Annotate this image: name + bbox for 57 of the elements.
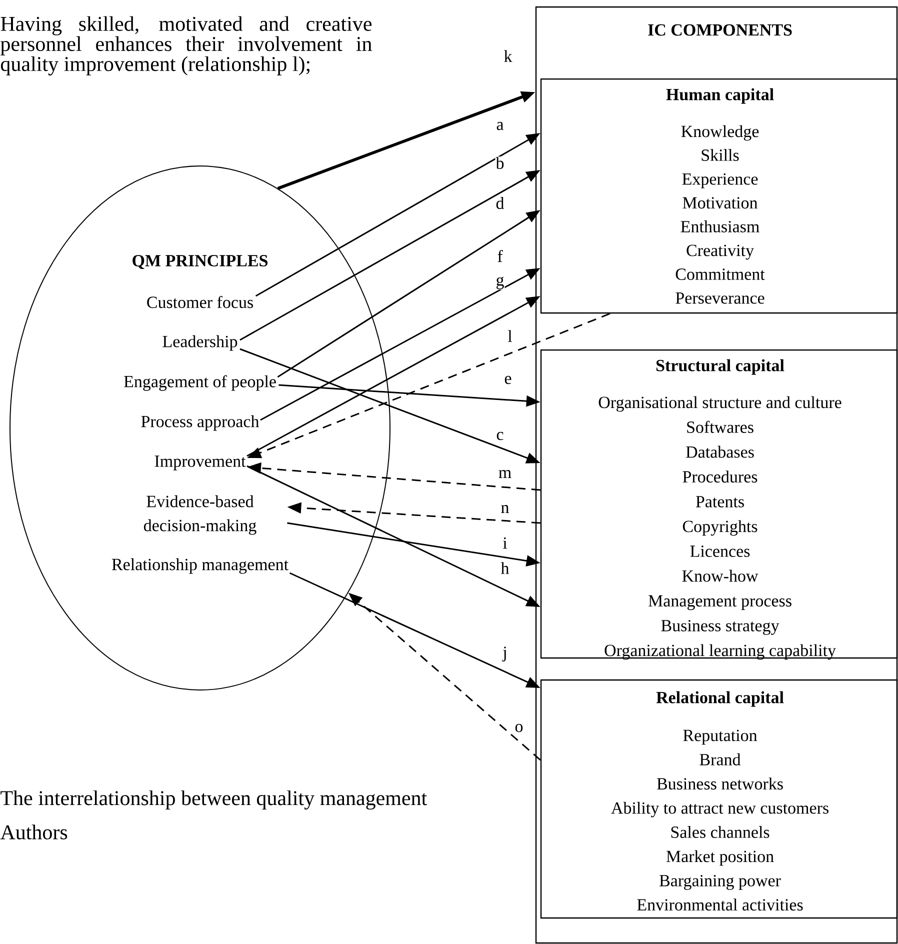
edge-label: h <box>500 562 510 574</box>
list-item: Databases <box>686 446 754 458</box>
list-item: Experience <box>682 173 758 188</box>
caption: Authors <box>0 824 68 840</box>
principle-label: Relationship management <box>112 558 288 574</box>
list-item: Market position <box>666 850 774 866</box>
list-item: Procedures <box>682 470 758 483</box>
list-item: Creativity <box>686 244 754 260</box>
box-heading: Human capital <box>666 88 774 104</box>
list-item: Organisational structure and culture <box>598 396 842 412</box>
list-item: Copyrights <box>682 520 758 536</box>
list-item: Sales channels <box>671 826 770 838</box>
list-item: Environmental activities <box>637 898 803 911</box>
list-item: Enthusiasm <box>680 220 760 232</box>
box-heading: Structural capital <box>656 359 784 375</box>
principle-label: Process approach <box>141 415 260 431</box>
edge-label: m <box>498 470 512 478</box>
edge-label: l <box>507 330 513 342</box>
principle-label: Improvement <box>154 456 246 470</box>
list-item: Bargaining power <box>660 874 781 890</box>
edge-label: a <box>496 121 504 131</box>
list-item: Ability to attract new customers <box>611 802 828 818</box>
box-heading: IC COMPONENTS <box>648 24 792 36</box>
list-item: Business networks <box>656 778 783 790</box>
edge-label: d <box>495 196 505 210</box>
ellipse-heading: QM PRINCIPLES <box>132 255 268 270</box>
edge-label: o <box>514 723 524 733</box>
edge-label: n <box>500 504 510 514</box>
list-item: Organizational learning capability <box>604 644 836 660</box>
edge-label: g <box>495 276 505 290</box>
edge-label: f <box>496 250 504 262</box>
list-item: Patents <box>696 496 744 508</box>
edge-label: j <box>502 646 508 662</box>
list-item: Brand <box>700 753 741 766</box>
list-item: Motivation <box>682 197 758 209</box>
paragraph: Having skilled, motivated and creative personnel enhances their involvement in quality improvement (relationship l); <box>0 16 372 76</box>
list-item: Skills <box>702 149 739 161</box>
edge-label: c <box>496 431 504 441</box>
edge-label: b <box>495 156 505 170</box>
box-heading: Relational capital <box>656 691 784 707</box>
edge-label: i <box>502 536 508 550</box>
principle-label: Leadership <box>162 335 238 351</box>
principle-label: Engagement of people <box>124 375 276 391</box>
list-item: Business strategy <box>661 620 780 635</box>
edge-label: e <box>504 375 512 385</box>
list-item: Licences <box>690 546 750 557</box>
list-item: Know-how <box>682 570 758 582</box>
list-item: Reputation <box>683 730 758 745</box>
list-item: Perseverance <box>676 292 764 304</box>
list-item: Knowledge <box>681 125 759 141</box>
list-item: Management process <box>648 595 792 610</box>
list-item: Commitment <box>676 268 765 280</box>
edge-label: k <box>503 50 513 62</box>
principle-label: Customer focus <box>147 296 253 308</box>
list-item: Softwares <box>687 420 754 433</box>
caption: The interrelationship between quality management <box>0 790 427 810</box>
principle-label: Evidence-based decision-making <box>144 495 256 535</box>
